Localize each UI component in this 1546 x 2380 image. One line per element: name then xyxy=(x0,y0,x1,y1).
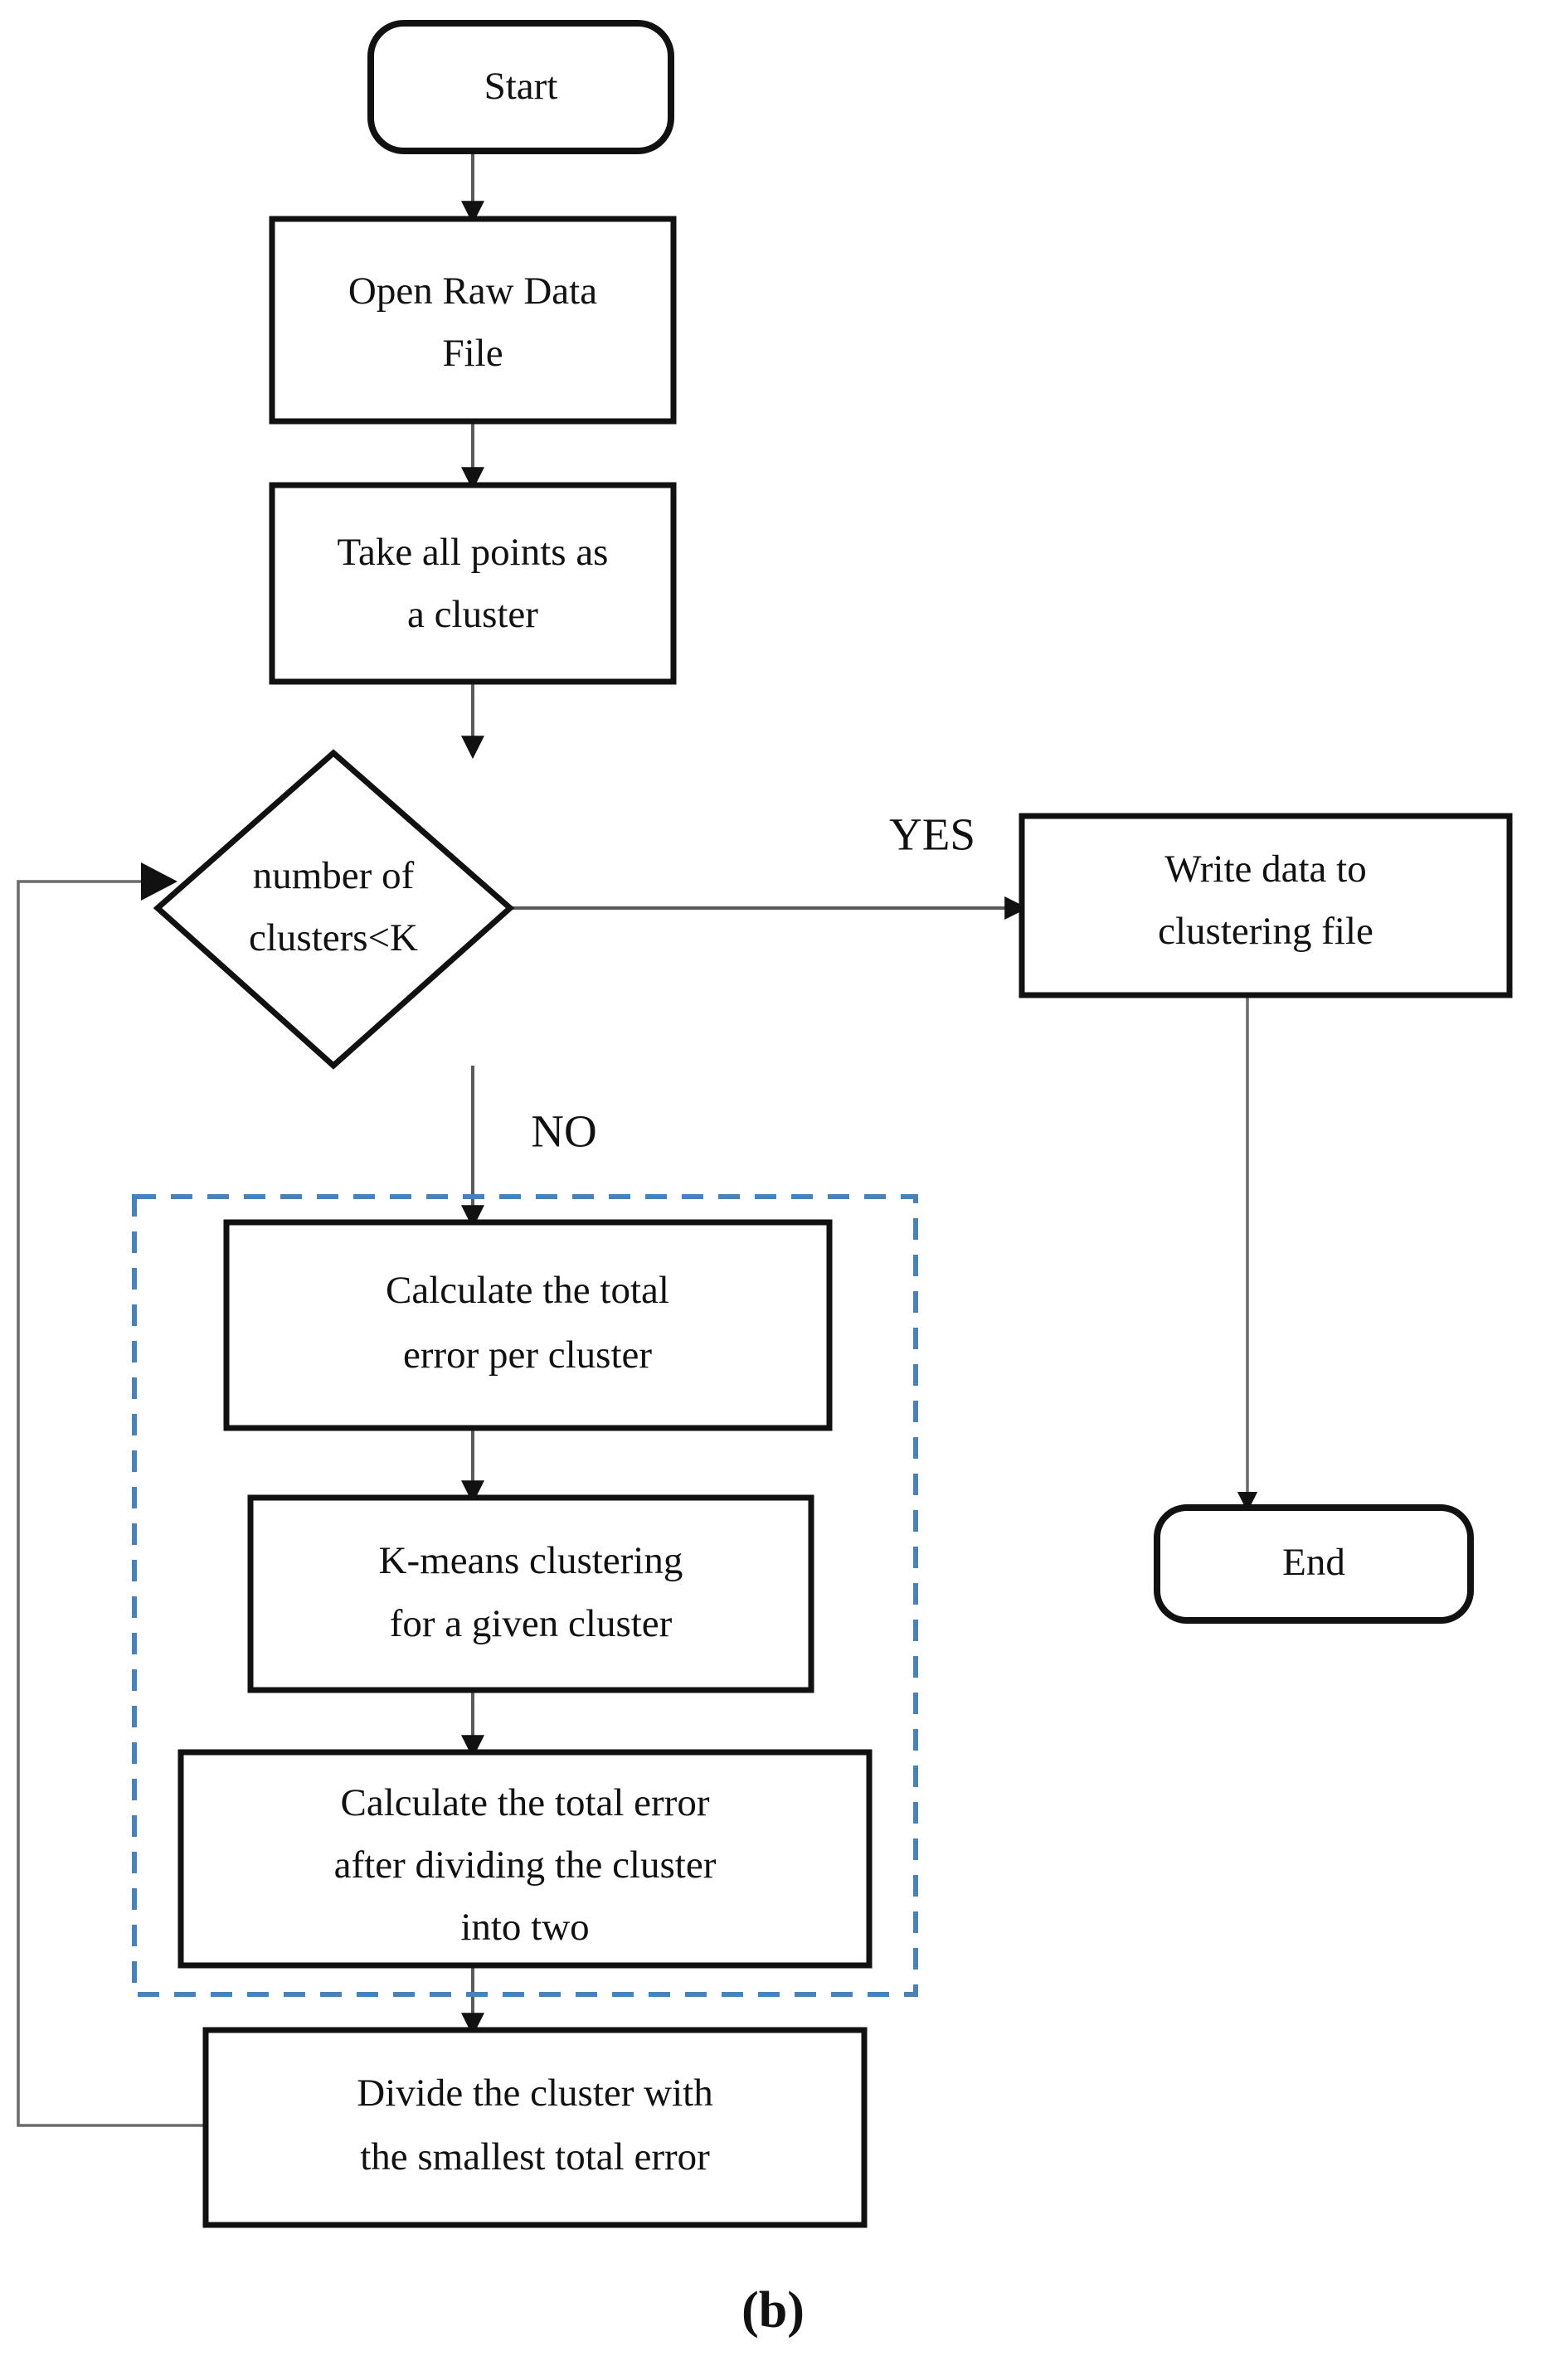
node-divide-line2: the smallest total error xyxy=(360,2135,710,2178)
node-calc-after-shape xyxy=(177,1749,873,1969)
node-calculate-total-error-per-cluster[interactable]: Calculate the total error per cluster xyxy=(223,1219,833,1431)
node-calc-error-shape xyxy=(223,1219,833,1431)
node-calc-error-line1: Calculate the total xyxy=(386,1269,669,1312)
node-kmeans-clustering[interactable]: K-means clustering for a given cluster xyxy=(247,1494,814,1693)
edge-label-yes: YES xyxy=(889,809,975,860)
node-kmeans-line2: for a given cluster xyxy=(390,1602,673,1645)
node-kmeans-shape xyxy=(247,1494,814,1693)
node-end[interactable]: End xyxy=(1154,1504,1474,1624)
node-take-all-points-line1: Take all points as xyxy=(338,531,609,574)
edge-divide-feedback-to-decision xyxy=(17,862,206,2127)
edge-arrowhead xyxy=(141,862,177,901)
node-decision-number-of-clusters[interactable]: number of clusters<K xyxy=(153,749,515,1070)
node-divide-shape xyxy=(202,2027,868,2228)
node-end-shape xyxy=(1154,1504,1474,1624)
node-start[interactable]: Start xyxy=(367,20,674,154)
figure-caption: (b) xyxy=(741,2282,805,2339)
edge-path xyxy=(17,880,206,2127)
node-calc-after-line2: after dividing the cluster xyxy=(334,1843,717,1887)
node-calc-after-line3: into two xyxy=(460,1906,589,1949)
node-write-data-to-clustering-file[interactable]: Write data to clustering file xyxy=(1019,813,1513,998)
node-take-all-points-line2: a cluster xyxy=(407,593,538,636)
node-start-label: Start xyxy=(484,65,558,108)
node-decision-line1: number of xyxy=(253,854,415,897)
node-divide-line1: Divide the cluster with xyxy=(357,2072,712,2115)
node-start-shape xyxy=(367,20,674,154)
dashed-group-region xyxy=(132,1194,918,1997)
node-open-raw-data-file[interactable]: Open Raw Data File xyxy=(269,216,677,425)
node-write-data-line1: Write data to xyxy=(1164,848,1366,891)
node-calc-after-line1: Calculate the total error xyxy=(341,1781,710,1824)
node-open-raw-data-file-shape xyxy=(269,216,677,425)
node-take-all-points-shape xyxy=(269,482,677,685)
node-write-data-line2: clustering file xyxy=(1158,910,1373,953)
node-decision-line2: clusters<K xyxy=(249,916,418,959)
node-open-raw-data-file-line1: Open Raw Data xyxy=(348,270,597,313)
node-calculate-total-error-after-dividing[interactable]: Calculate the total error after dividing… xyxy=(177,1749,873,1969)
node-decision-shape xyxy=(153,749,515,1070)
node-open-raw-data-file-line2: File xyxy=(442,332,503,375)
node-write-data-shape xyxy=(1019,813,1513,998)
node-kmeans-line1: K-means clustering xyxy=(379,1539,683,1582)
edge-label-no: NO xyxy=(531,1106,596,1157)
node-take-all-points[interactable]: Take all points as a cluster xyxy=(269,482,677,685)
node-calc-error-line2: error per cluster xyxy=(403,1333,652,1377)
node-end-label: End xyxy=(1282,1541,1345,1584)
node-divide-cluster-smallest-error[interactable]: Divide the cluster with the smallest tot… xyxy=(202,2027,868,2228)
